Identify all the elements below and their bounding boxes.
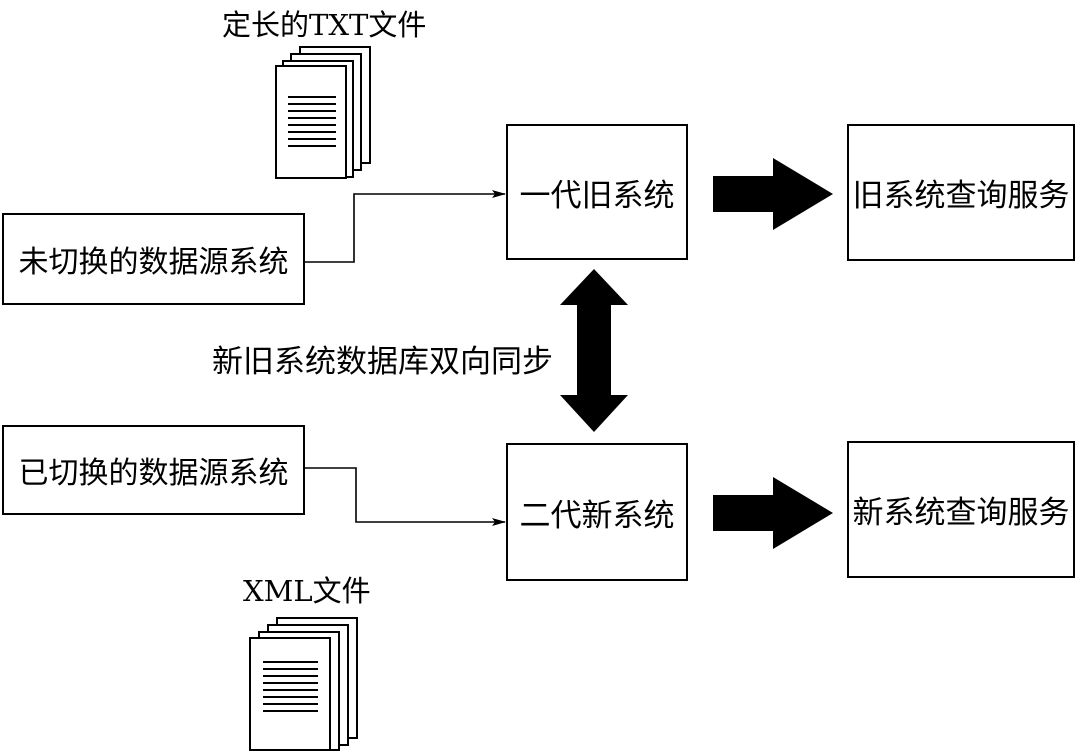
unswitched-source-box: 未切换的数据源系统 bbox=[2, 213, 305, 305]
unswitched-source-label: 未切换的数据源系统 bbox=[18, 245, 289, 280]
xml-document-stack-icon bbox=[249, 617, 358, 751]
new-system-label: 二代新系统 bbox=[519, 497, 675, 534]
old-system-label: 一代旧系统 bbox=[519, 177, 675, 214]
old-system-box: 一代旧系统 bbox=[506, 124, 688, 260]
new-query-service-box: 新系统查询服务 bbox=[847, 441, 1075, 578]
new-query-service-label: 新系统查询服务 bbox=[852, 495, 1070, 531]
connector-unswitched-to-old bbox=[304, 190, 506, 263]
arrow-old-to-service bbox=[713, 158, 833, 230]
old-query-service-box: 旧系统查询服务 bbox=[847, 124, 1075, 261]
xml-file-label: XML文件 bbox=[243, 574, 371, 608]
txt-document-stack-icon bbox=[275, 46, 371, 179]
txt-file-label: 定长的TXT文件 bbox=[222, 8, 427, 42]
sync-double-arrow-icon bbox=[560, 269, 628, 432]
new-system-box: 二代新系统 bbox=[506, 443, 688, 581]
old-query-service-label: 旧系统查询服务 bbox=[852, 178, 1070, 214]
connector-switched-to-new bbox=[304, 467, 506, 526]
switched-source-label: 已切换的数据源系统 bbox=[18, 456, 289, 491]
sync-label: 新旧系统数据库双向同步 bbox=[212, 344, 553, 380]
switched-source-box: 已切换的数据源系统 bbox=[2, 425, 305, 515]
arrow-new-to-service bbox=[713, 477, 833, 549]
